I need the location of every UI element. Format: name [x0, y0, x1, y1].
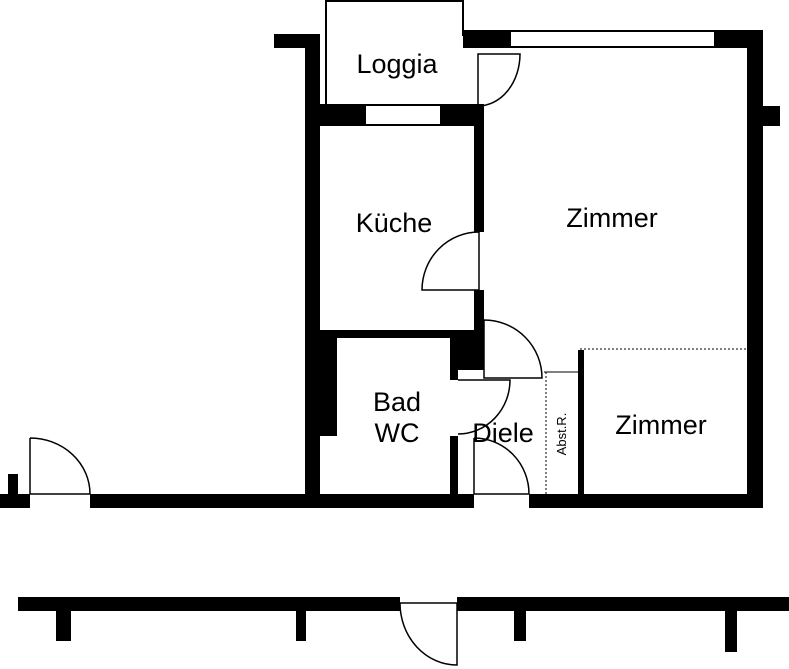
wall-kitchen-right-upper — [474, 104, 484, 232]
window-top-2 — [511, 46, 714, 48]
loggia-frame-left — [325, 0, 327, 104]
wall-corridor-mid — [90, 494, 474, 508]
wall-left-thick — [305, 330, 337, 436]
wall-left-top-stub — [274, 34, 320, 48]
room-labels: Loggia Küche Zimmer Zimmer Bad WC Diele … — [356, 49, 707, 455]
window-top — [511, 30, 714, 32]
door-entrance — [473, 437, 530, 495]
wall-kitchen-top-right — [440, 104, 480, 126]
label-living-room: Zimmer — [566, 203, 657, 233]
label-storage: Abst.R. — [554, 413, 569, 456]
wall-bath-right-upper-2 — [450, 336, 458, 380]
wall-kitchen-right-lower — [474, 290, 484, 336]
wall-corridor-left — [0, 494, 30, 508]
label-hall: Diele — [472, 418, 534, 448]
pillar-3 — [514, 608, 526, 641]
door-bath — [457, 379, 511, 435]
wall-kitchen-top-left — [320, 104, 366, 126]
wall-kitchen-bath — [320, 330, 484, 338]
door-hall-upper — [483, 319, 543, 379]
window-kitchen — [366, 104, 440, 106]
label-wc: WC — [375, 418, 420, 448]
door-facade — [399, 602, 458, 666]
door-kitchen — [421, 231, 480, 291]
label-bedroom: Zimmer — [615, 410, 706, 440]
wall-facade-right — [457, 597, 789, 611]
wall-bath-right-lower — [450, 436, 458, 500]
wall-bedroom-left — [578, 350, 584, 498]
label-bath: Bad — [373, 387, 421, 417]
window-kitchen-2 — [366, 124, 440, 126]
doors — [29, 53, 543, 666]
wall-facade-left — [18, 597, 400, 611]
wall-corridor-right — [529, 494, 763, 508]
label-kitchen: Küche — [356, 208, 433, 238]
wall-right-stub — [760, 106, 780, 126]
wall-top-left — [463, 30, 511, 48]
loggia-frame-top — [325, 0, 464, 2]
label-loggia: Loggia — [356, 49, 438, 79]
partitions — [544, 348, 748, 494]
pillar-4 — [725, 608, 737, 652]
loggia-frame-right — [462, 0, 464, 36]
wall-right — [747, 30, 763, 508]
wall-stub-left — [8, 474, 18, 496]
pillar-1 — [56, 608, 71, 641]
pillar-2 — [296, 608, 306, 641]
door-loggia — [477, 53, 521, 107]
door-stair — [29, 437, 91, 495]
walls — [0, 0, 789, 652]
